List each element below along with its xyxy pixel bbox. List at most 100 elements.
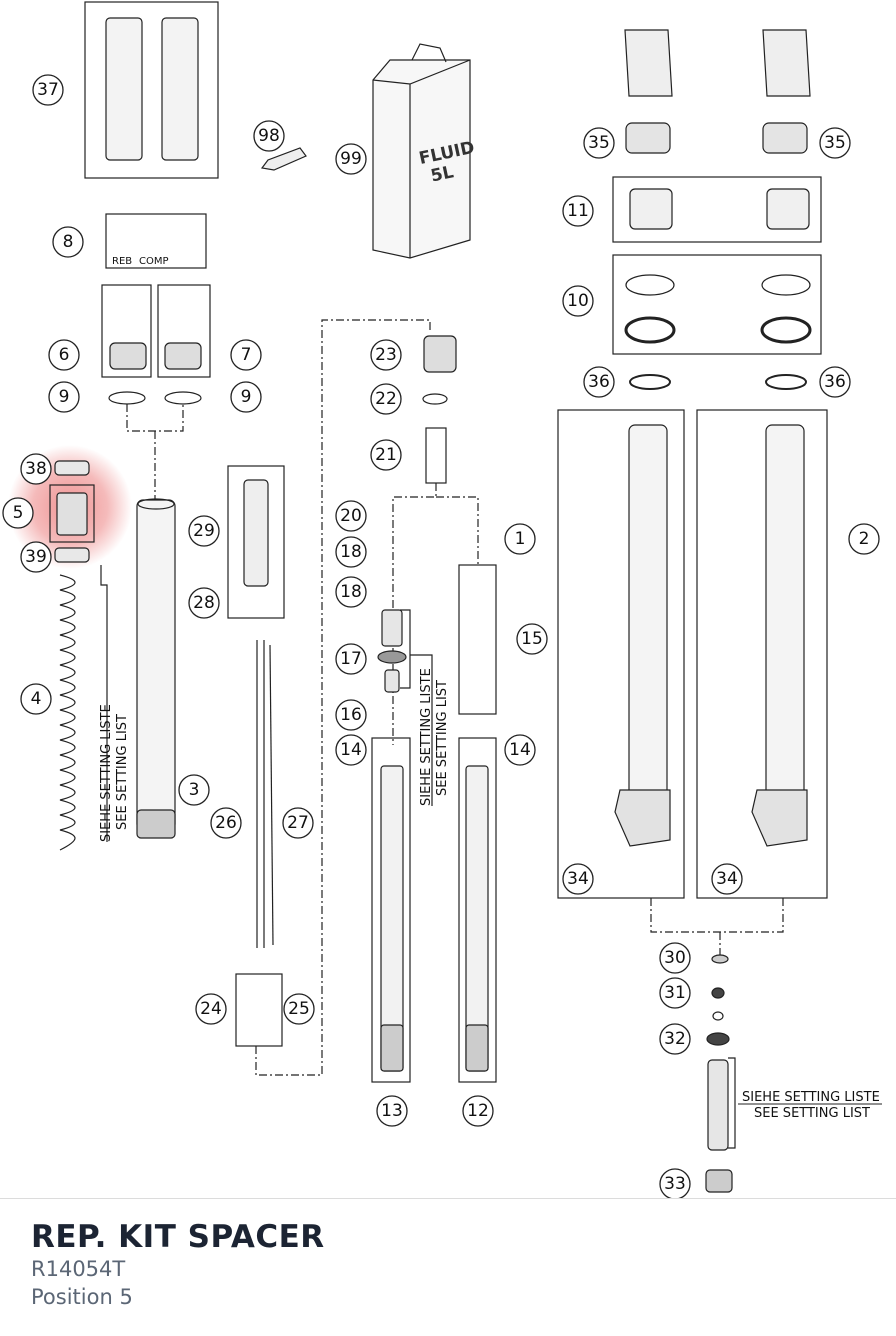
callout-circle xyxy=(335,734,367,766)
callout-circle xyxy=(370,339,402,371)
box-37 xyxy=(84,1,219,179)
callout-14[interactable]: 14 xyxy=(335,734,367,766)
callout-34[interactable]: 34 xyxy=(562,863,594,895)
callout-circle xyxy=(462,1095,494,1127)
callout-34[interactable]: 34 xyxy=(711,863,743,895)
callout-circle xyxy=(335,143,367,175)
box-2 xyxy=(696,409,828,899)
callout-circle xyxy=(659,1023,691,1055)
callout-number: 14 xyxy=(340,740,362,760)
callout-circle xyxy=(52,226,84,258)
box-12 xyxy=(458,737,497,1083)
callout-number: 13 xyxy=(381,1101,403,1121)
callout-circle xyxy=(48,339,80,371)
callout-number: 39 xyxy=(25,547,47,567)
callout-number: 26 xyxy=(215,813,237,833)
callout-circle xyxy=(659,977,691,1009)
callout-circle xyxy=(504,734,536,766)
callout-4[interactable]: 4 xyxy=(20,683,52,715)
callout-38[interactable]: 38 xyxy=(20,453,52,485)
callout-17[interactable]: 17 xyxy=(335,643,367,675)
callout-13[interactable]: 13 xyxy=(376,1095,408,1127)
callout-36[interactable]: 36 xyxy=(583,366,615,398)
callout-number: 25 xyxy=(288,999,310,1019)
callout-23[interactable]: 23 xyxy=(370,339,402,371)
callout-circle xyxy=(583,366,615,398)
callout-26[interactable]: 26 xyxy=(210,807,242,839)
siehe-setting-liste-left: SIEHE SETTING LISTE xyxy=(99,704,114,842)
callout-9[interactable]: 9 xyxy=(230,381,262,413)
callout-circle xyxy=(253,120,285,152)
callout-circle xyxy=(370,383,402,415)
callout-16[interactable]: 16 xyxy=(335,699,367,731)
callout-number: 18 xyxy=(340,582,362,602)
callout-36[interactable]: 36 xyxy=(819,366,851,398)
callout-number: 38 xyxy=(25,459,47,479)
callout-number: 14 xyxy=(509,740,531,760)
callout-11[interactable]: 11 xyxy=(562,195,594,227)
callout-number: 9 xyxy=(241,387,252,407)
callout-22[interactable]: 22 xyxy=(370,383,402,415)
callout-8[interactable]: 8 xyxy=(52,226,84,258)
callout-7[interactable]: 7 xyxy=(230,339,262,371)
callout-number: 3 xyxy=(189,780,200,800)
box-5 xyxy=(49,484,95,543)
callout-39[interactable]: 39 xyxy=(20,541,52,573)
callout-circle xyxy=(562,863,594,895)
callout-number: 7 xyxy=(241,345,252,365)
box-24-25 xyxy=(235,973,283,1047)
reb-label: REB xyxy=(112,256,132,267)
grease-tube xyxy=(260,147,307,171)
callout-circle xyxy=(659,942,691,974)
callout-number: 9 xyxy=(59,387,70,407)
callout-20[interactable]: 20 xyxy=(335,500,367,532)
callout-number: 6 xyxy=(59,345,70,365)
callout-29[interactable]: 29 xyxy=(188,515,220,547)
callout-32[interactable]: 32 xyxy=(659,1023,691,1055)
callout-10[interactable]: 10 xyxy=(562,285,594,317)
callout-circle xyxy=(819,127,851,159)
callout-circle xyxy=(516,623,548,655)
callout-number: 33 xyxy=(664,1174,686,1194)
callout-5[interactable]: 5 xyxy=(2,497,34,529)
callout-14[interactable]: 14 xyxy=(504,734,536,766)
callout-21[interactable]: 21 xyxy=(370,439,402,471)
box-15 xyxy=(458,564,497,715)
callout-6[interactable]: 6 xyxy=(48,339,80,371)
callout-12[interactable]: 12 xyxy=(462,1095,494,1127)
callout-35[interactable]: 35 xyxy=(819,127,851,159)
callout-number: 12 xyxy=(467,1101,489,1121)
callout-98[interactable]: 98 xyxy=(253,120,285,152)
callout-number: 15 xyxy=(521,629,543,649)
callout-30[interactable]: 30 xyxy=(659,942,691,974)
callout-25[interactable]: 25 xyxy=(283,993,315,1025)
callout-number: 10 xyxy=(567,291,589,311)
callout-31[interactable]: 31 xyxy=(659,977,691,1009)
box-21 xyxy=(425,427,447,484)
box-1 xyxy=(557,409,685,899)
callout-99[interactable]: 99 xyxy=(335,143,367,175)
comp-label: COMP xyxy=(139,256,169,267)
callout-1[interactable]: 1 xyxy=(504,523,536,555)
callout-35[interactable]: 35 xyxy=(583,127,615,159)
callout-37[interactable]: 37 xyxy=(32,74,64,106)
callout-circle xyxy=(335,500,367,532)
callout-3[interactable]: 3 xyxy=(178,774,210,806)
callout-15[interactable]: 15 xyxy=(516,623,548,655)
callout-33[interactable]: 33 xyxy=(659,1168,691,1198)
callout-28[interactable]: 28 xyxy=(188,587,220,619)
callout-27[interactable]: 27 xyxy=(282,807,314,839)
callout-18[interactable]: 18 xyxy=(335,576,367,608)
box-10 xyxy=(612,254,822,355)
callout-9[interactable]: 9 xyxy=(48,381,80,413)
callout-number: 37 xyxy=(37,80,59,100)
callout-circle xyxy=(48,381,80,413)
callout-circle xyxy=(32,74,64,106)
callout-2[interactable]: 2 xyxy=(848,523,880,555)
exploded-fork-diagram: REB COMP FLUID 5L SIEHE SETTING LISTE SE… xyxy=(2,1,882,1198)
callout-18[interactable]: 18 xyxy=(335,536,367,568)
callout-circle xyxy=(562,195,594,227)
callout-number: 5 xyxy=(13,503,24,523)
callout-number: 18 xyxy=(340,542,362,562)
callout-24[interactable]: 24 xyxy=(195,993,227,1025)
